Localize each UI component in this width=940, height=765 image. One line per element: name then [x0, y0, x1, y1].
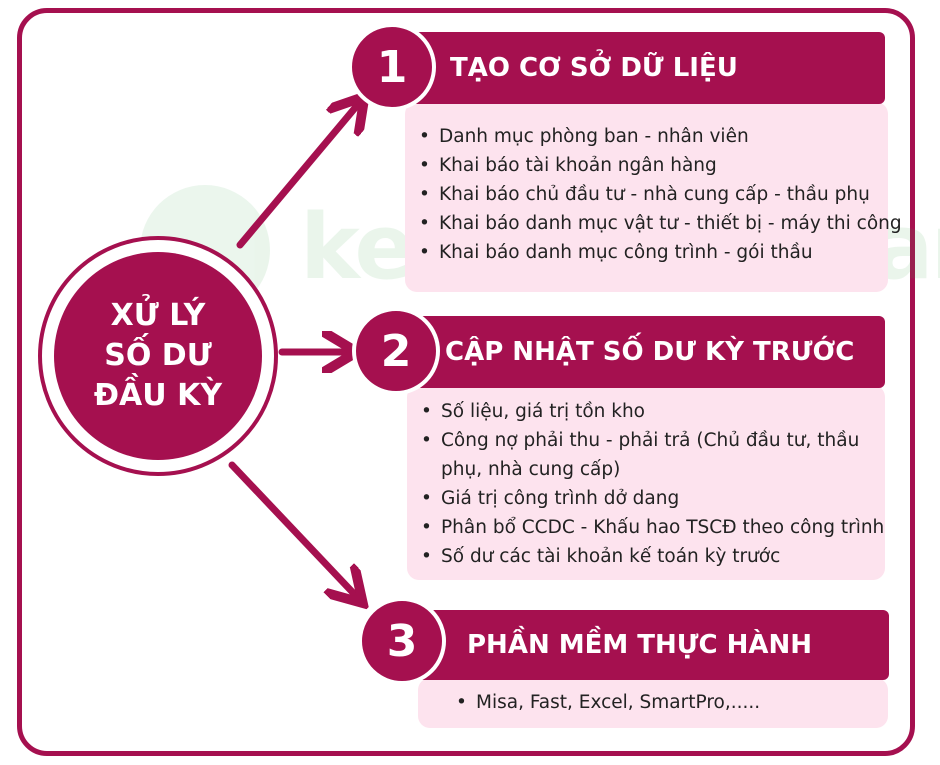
step-3-badge: 3 — [358, 597, 446, 685]
step-2-title: CẬP NHẬT SỐ DƯ KỲ TRƯỚC — [445, 337, 855, 367]
step-3-number: 3 — [386, 615, 418, 667]
center-line-1: XỬ LÝ — [110, 298, 206, 333]
list-item: Phân bổ CCDC - Khấu hao TSCĐ theo công t… — [421, 513, 884, 542]
step-1-header: TẠO CƠ SỞ DỮ LIỆU — [395, 32, 885, 104]
list-item: Số liệu, giá trị tồn kho — [421, 397, 863, 426]
step-1-badge: 1 — [348, 23, 436, 111]
step-2-panel: Số liệu, giá trị tồn kho Công nợ phải th… — [407, 385, 885, 580]
step-3-list: Misa, Fast, Excel, SmartPro,..... — [418, 688, 888, 717]
list-item: Số dư các tài khoản kế toán kỳ trước — [421, 542, 863, 571]
center-line-2: SỐ DƯ — [104, 338, 212, 373]
step-1-panel: Danh mục phòng ban - nhân viên Khai báo … — [405, 102, 902, 292]
list-item: Giá trị công trình dở dang — [421, 484, 863, 513]
step-2-badge: 2 — [352, 307, 440, 395]
step-1-list: Danh mục phòng ban - nhân viên Khai báo … — [405, 122, 902, 267]
step-1-number: 1 — [376, 41, 408, 93]
step-2-header: CẬP NHẬT SỐ DƯ KỲ TRƯỚC — [395, 316, 885, 388]
arrow-to-step-3 — [228, 461, 358, 598]
list-item: Khai báo tài khoản ngân hàng — [419, 151, 888, 180]
step-3-panel: Misa, Fast, Excel, SmartPro,..... — [418, 678, 888, 728]
step-3-header: PHẦN MỀM THỰC HÀNH — [405, 610, 889, 680]
list-item: Khai báo danh mục vật tư - thiết bị - má… — [419, 209, 902, 238]
list-item: Misa, Fast, Excel, SmartPro,..... — [456, 688, 888, 717]
step-2-number: 2 — [380, 325, 412, 377]
center-line-3: ĐẦU KỲ — [93, 378, 223, 413]
list-item: Khai báo chủ đầu tư - nhà cung cấp - thầ… — [419, 180, 888, 209]
list-item: Công nợ phải thu - phải trả (Chủ đầu tư,… — [421, 426, 863, 484]
step-2-list: Số liệu, giá trị tồn kho Công nợ phải th… — [407, 397, 885, 571]
list-item: Danh mục phòng ban - nhân viên — [419, 122, 888, 151]
step-1-title: TẠO CƠ SỞ DỮ LIỆU — [450, 53, 738, 83]
arrow-to-step-1 — [236, 102, 360, 249]
list-item: Khai báo danh mục công trình - gói thầu — [419, 238, 888, 267]
center-circle: XỬ LÝ SỐ DƯ ĐẦU KỲ — [54, 252, 262, 460]
step-3-title: PHẦN MỀM THỰC HÀNH — [467, 630, 813, 660]
